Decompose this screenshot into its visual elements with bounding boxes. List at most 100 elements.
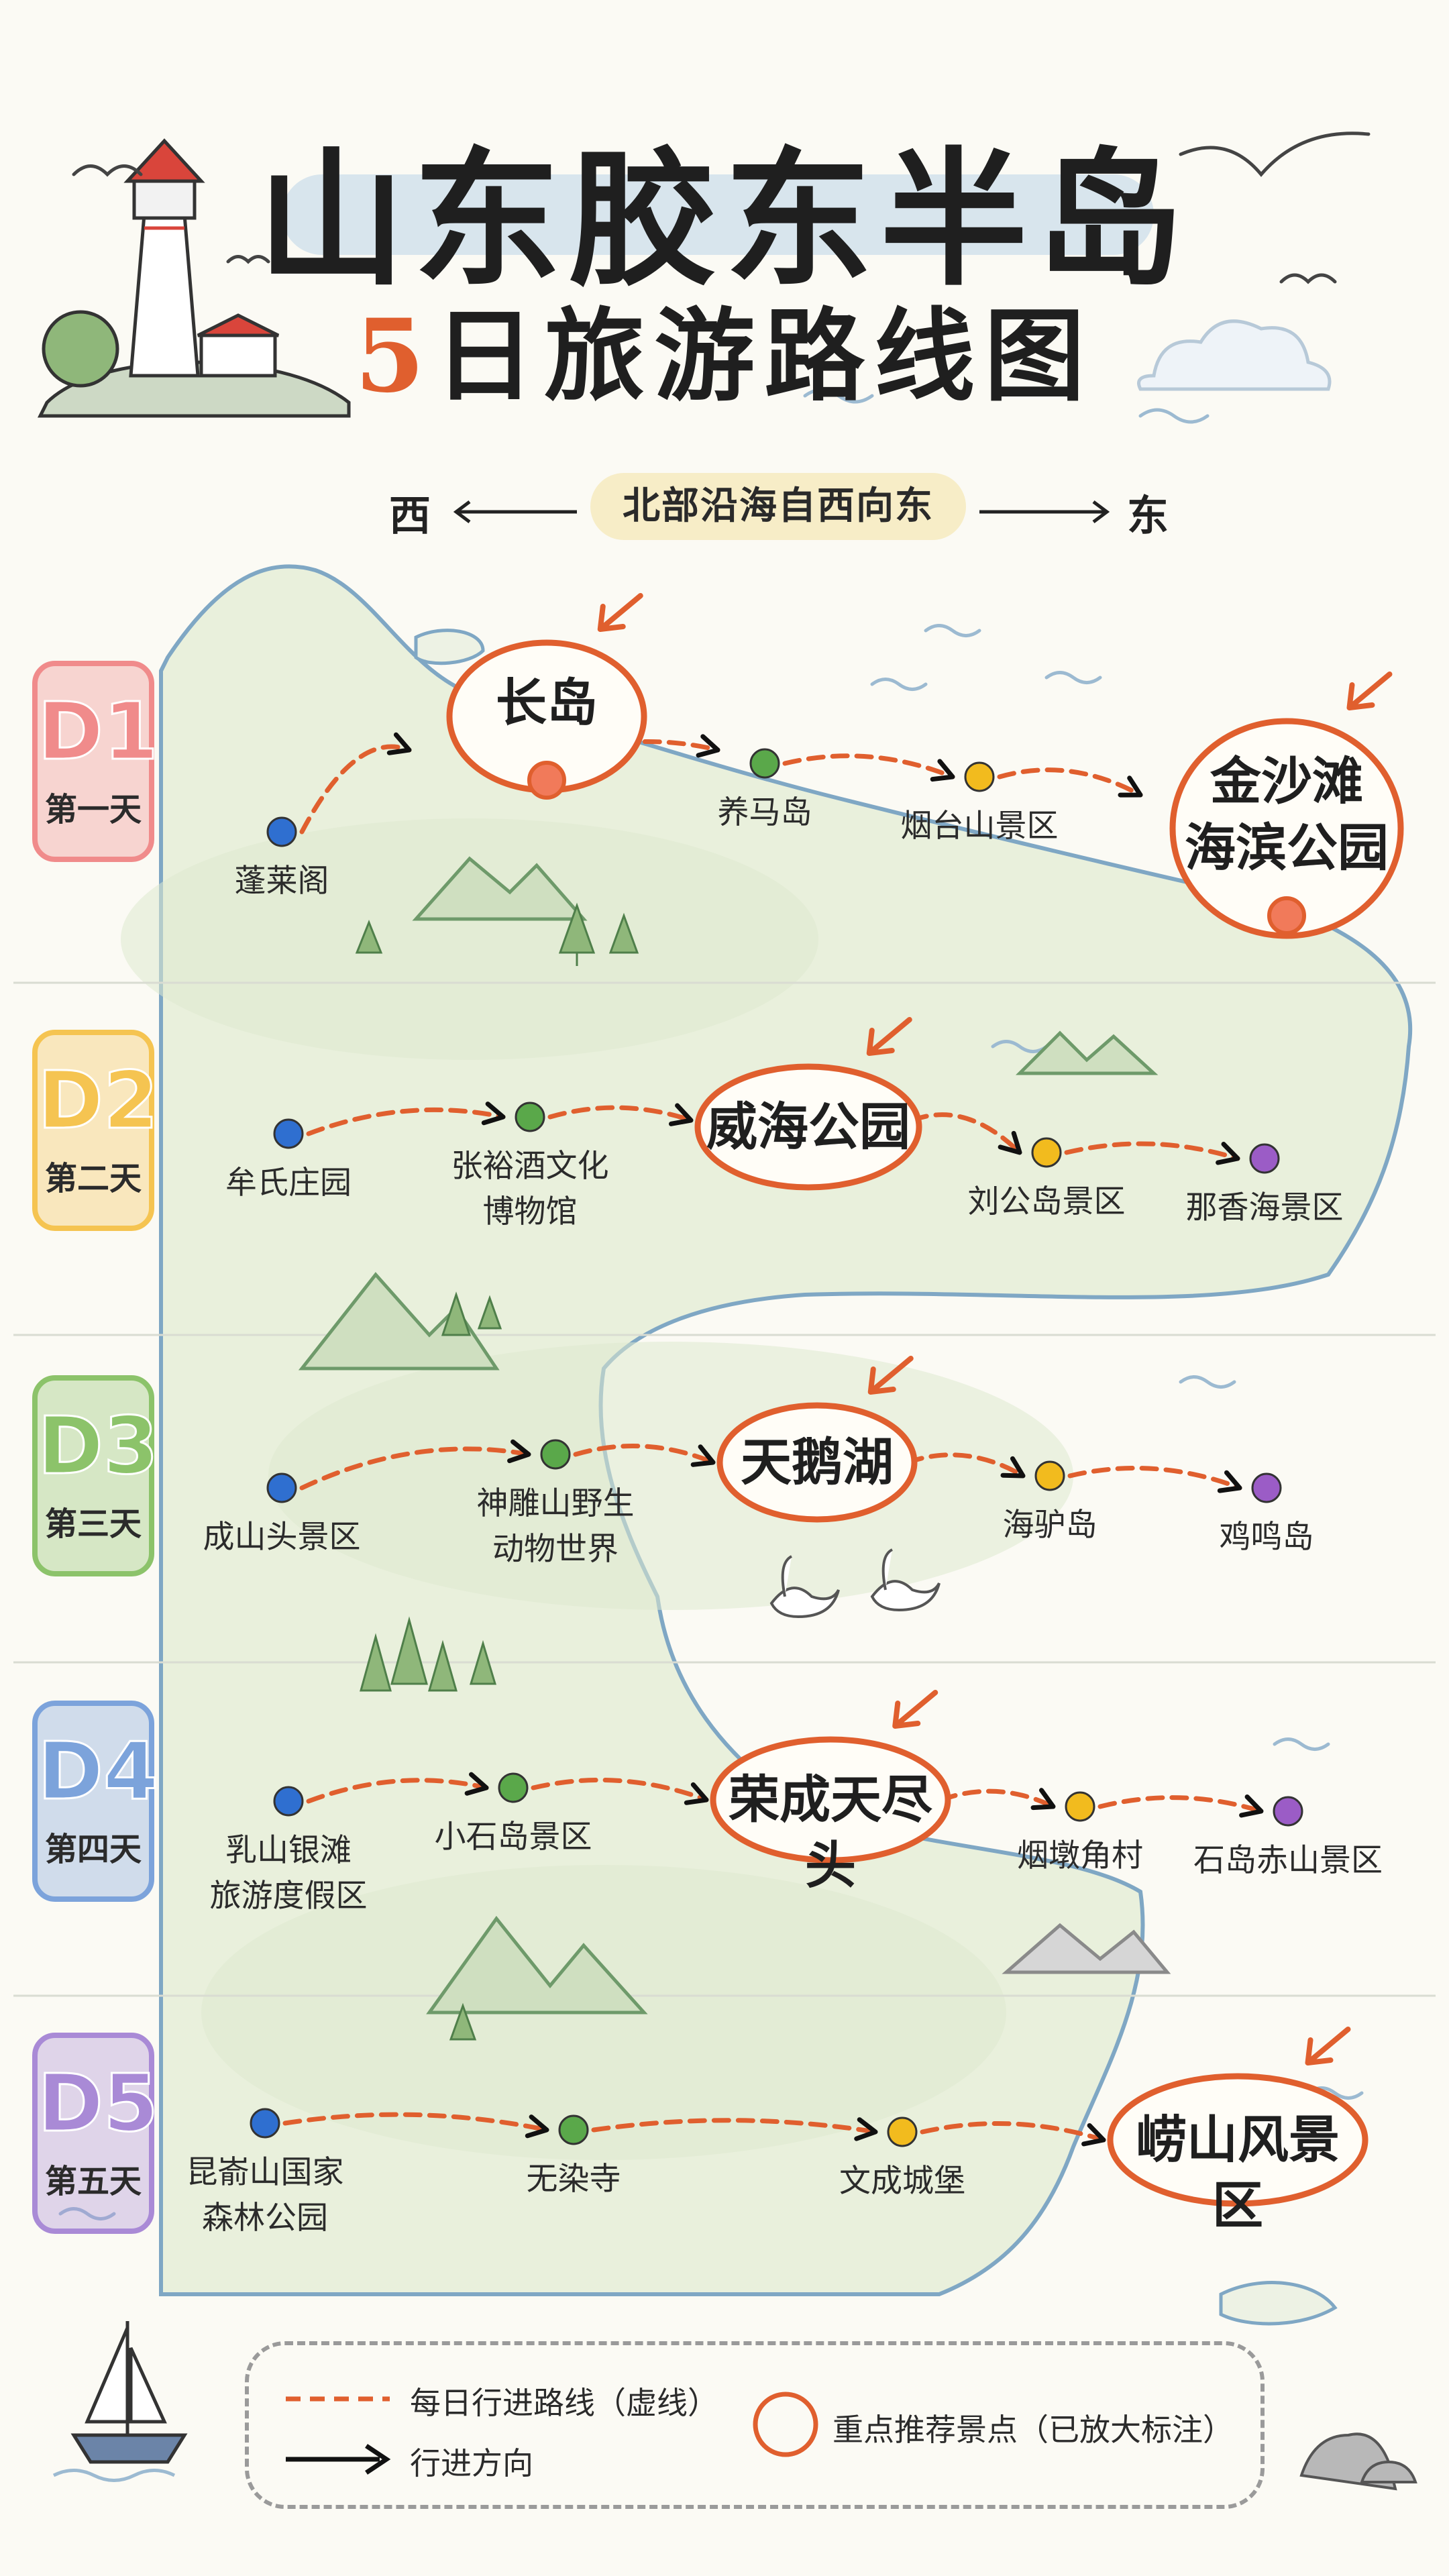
legend: 每日行进路线（虚线） 行进方向 重点推荐景点（已放大标注） [245,2341,1265,2509]
stop-label: 乳山银滩 旅游度假区 [209,1832,368,1915]
stop-marker-green [558,2114,589,2145]
legend-route-text: 每日行进路线（虚线） [410,2385,718,2421]
subtitle-text: 日旅游路线图 [434,297,1095,415]
clouds [1137,319,1332,391]
direction-arrow-icon [525,2114,549,2139]
direction-arrow-icon [668,1103,694,1126]
stop-marker-purple [1249,1143,1280,1174]
rocks [1299,2432,1417,2491]
legend-highlight-circle-icon [753,2392,818,2457]
route-segment [1064,1141,1240,1161]
route-segment [1097,1795,1264,1814]
route-segment [306,1778,489,1804]
day-code: D5 [37,2056,160,2151]
stop-marker-green [498,1772,529,1803]
stop-label: 牟氏庄园 [225,1165,352,1201]
route-segment [938,1788,1056,1809]
sailboat [52,2321,188,2482]
stop-marker-yellow [964,761,995,792]
route-segment [591,2118,878,2135]
stop-label: 海驴岛 [1002,1507,1097,1544]
stop-marker-blue [250,2108,280,2139]
stop-label: 刘公岛景区 [967,1183,1126,1220]
route-segment [531,1778,709,1803]
direction-arrow-icon [386,732,412,755]
stop-label: 张裕酒文化 博物馆 [451,1148,609,1231]
direction-arrow-icon [481,1102,506,1126]
stop-label: 蓬莱阁 [234,863,329,900]
route-segment [910,1112,1022,1155]
route-segment [547,1105,694,1123]
highlight-circle [716,1402,918,1523]
day-label: 第二天 [44,1160,142,1197]
stop-marker-red [527,761,566,800]
stop-label: 文成城堡 [839,2163,965,2200]
stop-label: 神雕山野生 动物世界 [476,1485,635,1568]
route-segment [299,744,412,835]
stop-label: 烟墩角村 [1017,1837,1143,1874]
swans [769,1548,941,1619]
day-code: D3 [37,1399,160,1493]
highlight-circle [710,1736,951,1864]
route-segment [299,1446,531,1491]
direction-arrow-icon [1030,1788,1056,1811]
stop-label: 养马岛 [717,794,812,831]
route-segment [997,767,1143,798]
direction-arrow-icon [1118,775,1143,798]
pointer-arrow-icon [866,1017,912,1056]
stop-label: 烟台山景区 [900,808,1059,845]
day-code: D4 [37,1724,160,1819]
legend-direction-text: 行进方向 [410,2445,533,2481]
highlight-stop-name: 天鹅湖 [741,1432,894,1492]
direction-arrow-icon [684,1782,709,1805]
stop-marker-blue [273,1786,304,1817]
pointer-arrow-icon [1346,672,1393,710]
direction-arrow-icon [1216,1142,1240,1165]
stop-label: 成山头景区 [203,1519,361,1556]
stop-marker-green [749,748,780,779]
stop-marker-yellow [887,2116,918,2147]
highlight-stop-name: 长岛 [496,672,598,733]
trees [355,902,639,2041]
stop-label: 那香海景区 [1185,1189,1344,1226]
stop-marker-blue [273,1118,304,1149]
day-code: D2 [37,1053,160,1148]
sea-waves [58,388,1364,2220]
direction-arrow-icon [1217,1470,1242,1493]
direction-arrow-icon [690,1444,716,1467]
highlight-stop-name: 崂山风景区 [1136,2109,1340,2236]
title-wash [282,174,1154,255]
page-title: 山东胶东半岛 [257,132,1191,306]
stop-marker-yellow [1034,1460,1065,1491]
highlight-stop-name: 荣成天尽头 [729,1769,932,1896]
route-segment [920,2121,1106,2143]
highlight-circle [1169,718,1404,939]
direction-arrow-icon [930,759,955,782]
stop-label: 石岛赤山景区 [1193,1842,1383,1879]
subtitle-number: 5 [354,297,435,415]
highlight-stop-name: 金沙滩 海滨公园 [1185,751,1389,877]
stop-marker-red [1267,896,1306,935]
page-subtitle: 5日旅游路线图 [0,275,1449,421]
direction-arrow-icon [464,1772,489,1796]
route-segment [282,2112,549,2133]
stop-marker-blue [266,816,297,847]
legend-highlight-text: 重点推荐景点（已放大标注） [833,2412,1234,2448]
legend-symbols [286,2392,818,2475]
highlight-circle [694,1063,922,1191]
day-badge-d4: D4 第四天 [32,1701,160,1902]
stop-label: 无染寺 [526,2161,621,2198]
day-label: 第四天 [44,1831,142,1868]
direction-arrow-icon [696,734,720,758]
highlight-stop-name: 威海公园 [706,1096,910,1157]
stop-marker-green [515,1102,545,1132]
day-label: 第一天 [44,791,142,828]
pointer-arrow-icon [867,1356,914,1395]
stop-label: 小石岛景区 [434,1819,592,1856]
pointer-arrow-icon [597,593,643,632]
direction-arrow-icon [1000,1456,1026,1479]
stop-marker-green [540,1439,571,1470]
